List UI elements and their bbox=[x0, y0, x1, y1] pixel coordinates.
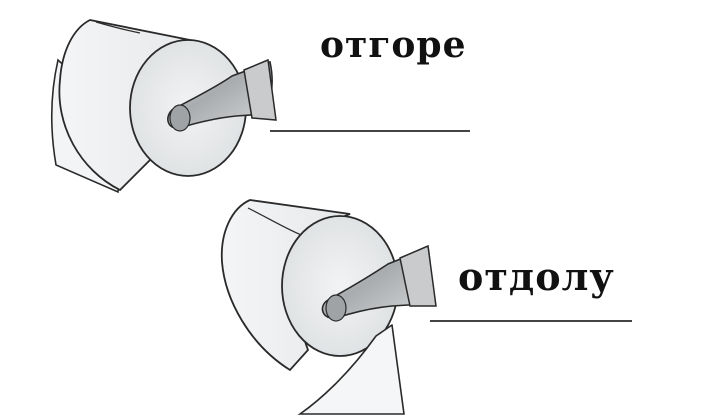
label-under: отдолу bbox=[458, 254, 615, 299]
toilet-paper-roll-under-icon bbox=[220, 199, 632, 415]
hanging-sheet-under bbox=[297, 323, 405, 415]
label-over: отгоре bbox=[320, 24, 467, 66]
toilet-paper-roll-over-icon bbox=[50, 19, 470, 194]
